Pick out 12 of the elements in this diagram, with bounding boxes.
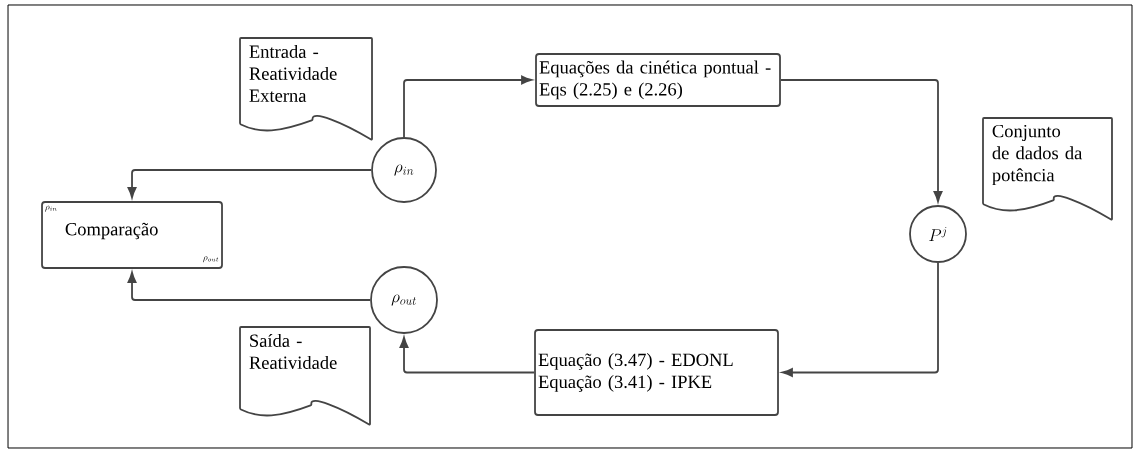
process-box: $\rho_{in}$ Comparação $\rho_{out}$ <box>41 201 223 269</box>
process-box: Equações da cinética pontual - Eqs (2.25) e (2.26) <box>535 53 781 107</box>
arrow <box>780 79 943 203</box>
arrow <box>127 271 371 301</box>
circle-node: $P^j$ <box>909 205 967 263</box>
circle-node: $\rho_{out}$ <box>370 266 438 334</box>
circle-node: $\rho_{in}$ <box>371 137 437 203</box>
arrow <box>127 169 372 199</box>
arrow <box>403 75 533 138</box>
arrow <box>781 262 939 377</box>
process-box: Equação (3.47) - EDONL Equação (3.41) - IPKE <box>534 329 779 416</box>
arrow <box>399 336 535 374</box>
